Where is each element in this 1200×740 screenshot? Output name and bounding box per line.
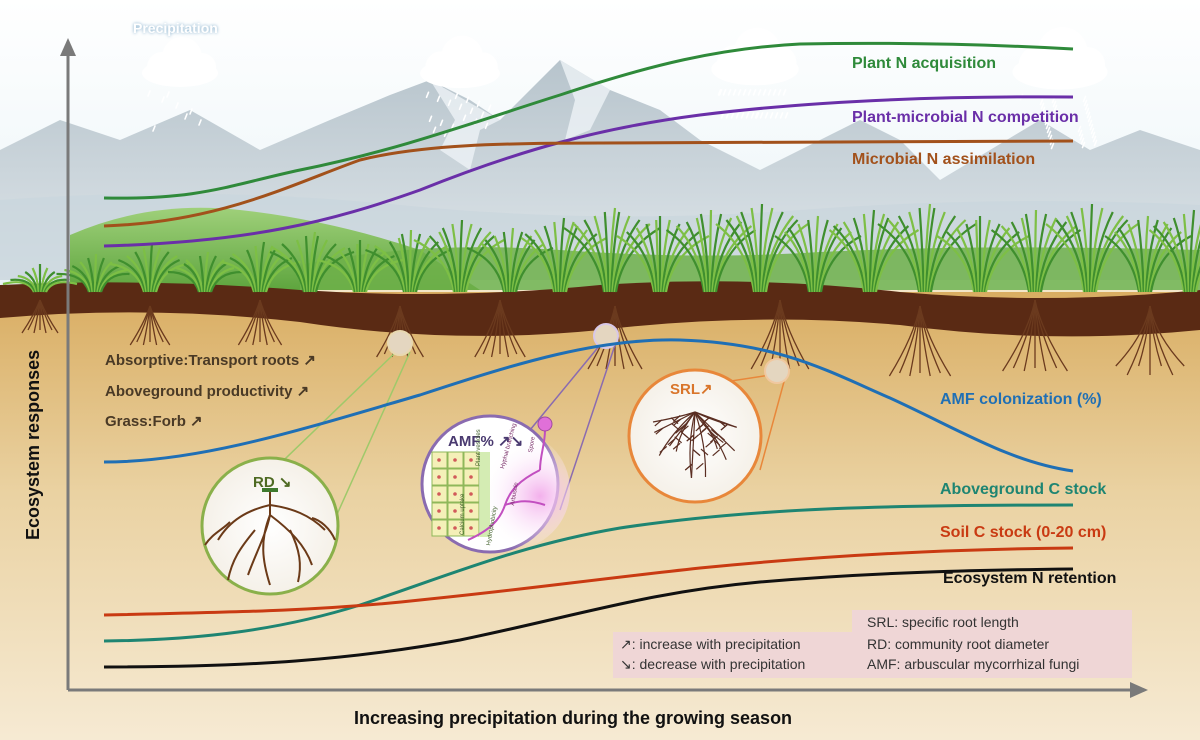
srl-inset <box>627 368 763 504</box>
amf-colonization-label: AMF colonization (%) <box>940 391 1102 408</box>
grass-tuft <box>877 203 977 293</box>
grass-tuft <box>990 209 1082 293</box>
grass-tuft <box>269 231 355 293</box>
grass-tuft <box>520 217 607 293</box>
amf-colonization-curve <box>103 338 1074 473</box>
microbial-n-assimilation-curve <box>103 139 1074 228</box>
soil-trait-absorptive-transport: Absorptive:Transport roots ↗ <box>105 352 316 369</box>
plant-n-acquisition-curve <box>103 41 1074 200</box>
grass-tuft <box>167 251 243 293</box>
grass-tuft <box>936 216 1030 293</box>
abbrev-legend-box <box>852 610 1132 678</box>
plant-n-acquisition-label: Plant N acquisition <box>852 55 997 72</box>
grass-tuft <box>316 240 404 293</box>
root-system <box>237 299 283 346</box>
root-system <box>474 299 526 358</box>
rd-zoom-source <box>387 330 413 356</box>
plant-microbial-competition-curve <box>103 95 1074 248</box>
mountain-snow <box>560 60 610 140</box>
ecosystem-n-retention-curve <box>103 567 1074 669</box>
rd-inset-label: RD ↘ <box>253 474 292 491</box>
y-axis-arrowhead <box>60 38 76 56</box>
amf-annotation-calcium-uptake: Calcium uptake <box>460 493 466 535</box>
amf-inset-label: AMF% ↗↘ <box>448 433 524 450</box>
root-system <box>888 305 952 377</box>
aboveground-c-stock-label: Aboveground C stock <box>940 481 1107 498</box>
grass-tuft <box>56 253 130 293</box>
cloud-icon <box>1012 27 1108 150</box>
rd-inset <box>200 456 340 596</box>
clouds <box>142 27 1108 150</box>
roots-layer <box>21 299 1185 377</box>
soil-trait-aboveground-productivity: Aboveground productivity ↗ <box>105 383 310 400</box>
grass-layer <box>2 203 1200 293</box>
precipitation-label: Precipitation <box>133 20 218 36</box>
soil-trait-grass-forb: Grass:Forb ↗ <box>105 413 203 430</box>
legend-amf: AMF: arbuscular mycorrhizal fungi <box>867 656 1080 672</box>
grass-tuft <box>109 243 189 293</box>
grass-tuft <box>1104 215 1192 293</box>
root-system <box>129 305 171 346</box>
grass-tuft <box>466 227 554 293</box>
plant-microbial-competition-label: Plant-microbial N competition <box>852 109 1079 126</box>
root-system <box>21 299 59 334</box>
grass-tuft <box>1045 203 1139 293</box>
srl-inset-label: SRL↗ <box>670 381 713 398</box>
x-axis-title: Increasing precipitation during the grow… <box>354 708 793 728</box>
srl-zoom-source <box>764 358 790 384</box>
amf-inset <box>420 414 570 554</box>
topsoil-layer <box>0 281 1200 337</box>
y-axis-title: Ecosystem responses <box>23 349 43 540</box>
legend-rd: RD: community root diameter <box>867 636 1050 652</box>
x-axis-arrowhead <box>1130 682 1148 698</box>
arrow-legend-box <box>613 632 855 678</box>
grass-tuft <box>774 215 862 293</box>
aboveground-c-stock-curve <box>103 503 1074 643</box>
ecosystem-n-retention-label: Ecosystem N retention <box>943 570 1117 587</box>
grass-tuft <box>828 209 920 293</box>
root-system <box>1002 299 1068 372</box>
cloud-icon <box>711 27 799 119</box>
soil-c-stock-label: Soil C stock (0-20 cm) <box>940 524 1107 541</box>
grass-tuft <box>665 209 757 293</box>
grass-tuft <box>365 229 451 293</box>
legend-increase: ↗: increase with precipitation <box>620 636 801 652</box>
cloud-icon <box>142 37 218 132</box>
amf-annotation-plant-vesicles: Plant vesicles <box>476 429 482 466</box>
legend-srl: SRL: specific root length <box>867 614 1019 630</box>
grass-tuft <box>1148 209 1200 293</box>
root-system <box>1115 305 1185 376</box>
legend-decrease: ↘: decrease with precipitation <box>620 656 806 672</box>
grass-tuft <box>715 203 809 293</box>
microbial-n-assimilation-label: Microbial N assimilation <box>852 151 1036 168</box>
grass-tuft <box>616 216 710 293</box>
soil-c-stock-curve <box>103 546 1074 617</box>
grass-tuft <box>2 264 78 293</box>
cloud-icon <box>420 35 500 138</box>
grass-tuft <box>563 207 661 293</box>
amf-zoom-source <box>593 323 619 349</box>
